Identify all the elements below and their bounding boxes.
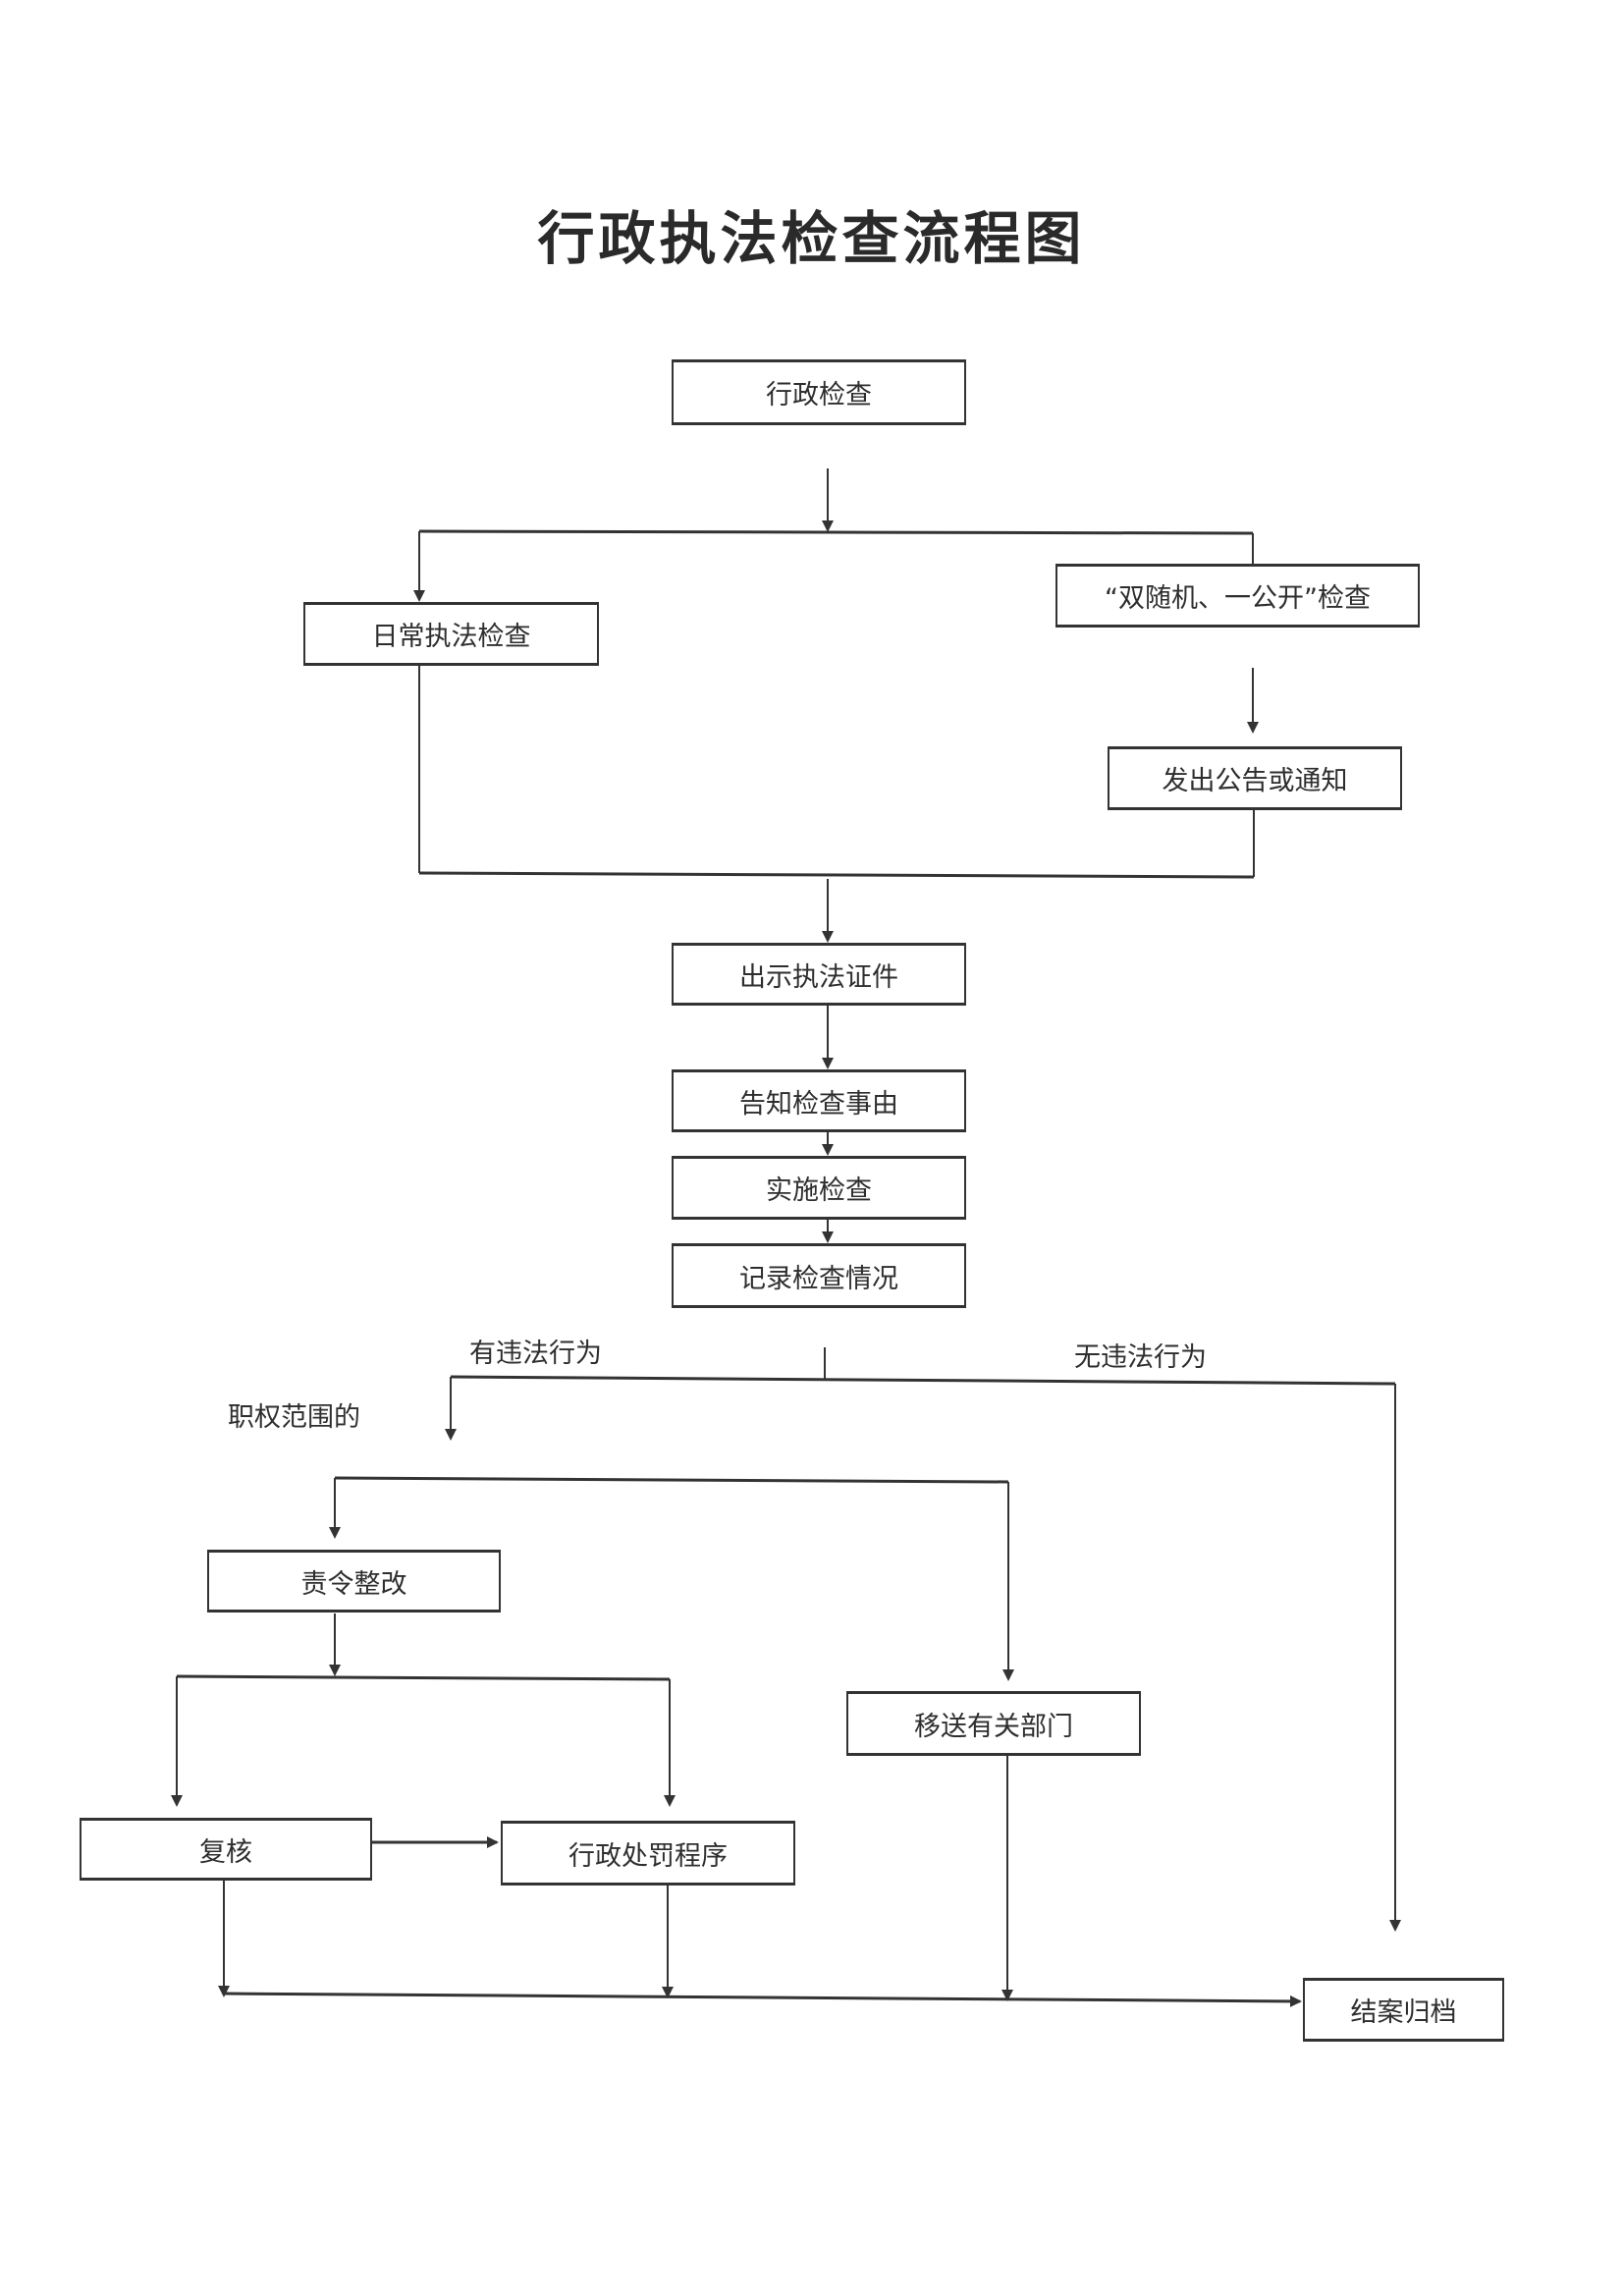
node-penalty-procedure: 行政处罚程序	[501, 1821, 795, 1886]
node-close-archive: 结案归档	[1303, 1978, 1504, 2042]
page-title: 行政执法检查流程图	[537, 205, 1086, 272]
connector-archive-bar	[223, 1992, 1302, 2007]
label-has-violation: 有违法行为	[469, 1339, 602, 1369]
node-show-credentials: 出示执法证件	[672, 943, 966, 1006]
node-issue-notice: 发出公告或通知	[1108, 746, 1402, 810]
connector-violation-bar	[450, 1375, 1396, 1386]
connector-rectification-bar	[176, 1674, 671, 1681]
node-record-results: 记录检查情况	[672, 1243, 966, 1308]
node-transfer-department: 移送有关部门	[846, 1691, 1141, 1756]
node-inform-reason: 告知检查事由	[672, 1069, 966, 1132]
label-within-authority: 职权范围的	[228, 1402, 360, 1433]
node-conduct-inspection: 实施检查	[672, 1156, 966, 1220]
node-admin-inspection: 行政检查	[672, 359, 966, 425]
node-routine-inspection: 日常执法检查	[303, 602, 599, 666]
node-double-random-inspection: “双随机、一公开”检查	[1055, 564, 1420, 628]
connector-merge-bar	[418, 871, 1255, 879]
node-order-rectification: 责令整改	[207, 1550, 501, 1613]
connector-authority-bar	[334, 1476, 1009, 1484]
connector-split-bar	[418, 529, 1254, 535]
node-review: 复核	[80, 1818, 372, 1881]
label-no-violation: 无违法行为	[1074, 1342, 1207, 1373]
